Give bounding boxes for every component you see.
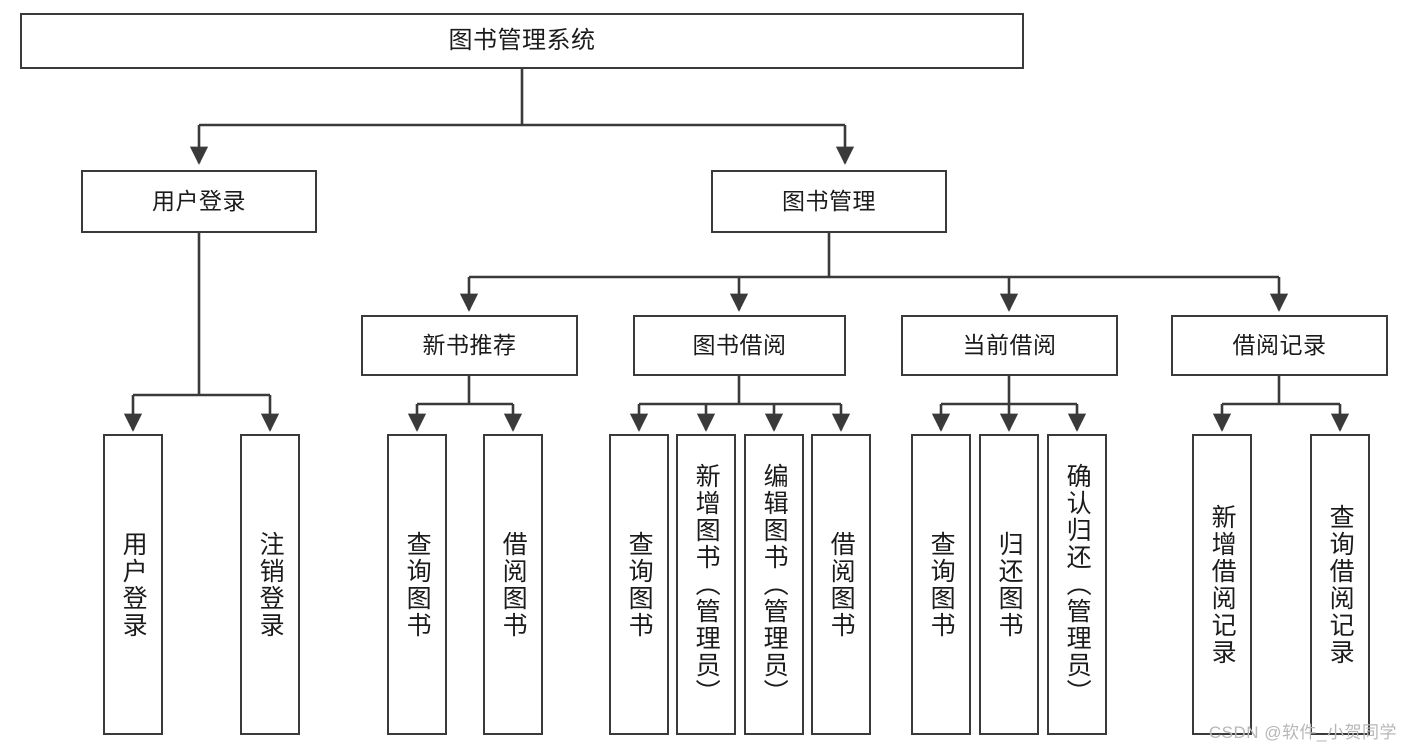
leaf-current-return-book[interactable]: 归还图书 [979,434,1039,735]
leaf-recommend-borrow-book[interactable]: 借阅图书 [483,434,543,735]
node-root-system[interactable]: 图书管理系统 [20,13,1024,69]
leaf-borrow-edit-book[interactable]: 编辑图书（管理员） [744,434,804,735]
leaf-logout[interactable]: 注销登录 [240,434,300,735]
leaf-borrow-query-book-label: 查询图书 [625,530,654,639]
csdn-watermark: CSDN @软件_小贺同学 [1208,723,1397,742]
leaf-logout-label: 注销登录 [256,530,285,639]
leaf-record-query[interactable]: 查询借阅记录 [1310,434,1370,735]
node-new-book-recommend-label: 新书推荐 [422,332,517,358]
leaf-user-login[interactable]: 用户登录 [103,434,163,735]
node-new-book-recommend[interactable]: 新书推荐 [361,315,578,376]
leaf-borrow-add-book-label: 新增图书（管理员） [692,463,721,706]
node-borrow-record-label: 借阅记录 [1232,332,1327,358]
node-book-management-label: 图书管理 [782,188,876,214]
node-current-borrow[interactable]: 当前借阅 [901,315,1118,376]
leaf-current-return-book-label: 归还图书 [995,530,1024,639]
leaf-borrow-edit-book-label: 编辑图书（管理员） [760,463,789,706]
leaf-current-confirm-return-label: 确认归还（管理员） [1063,463,1092,706]
node-book-borrow-label: 图书借阅 [692,332,787,358]
leaf-current-confirm-return[interactable]: 确认归还（管理员） [1047,434,1107,735]
leaf-recommend-query-book[interactable]: 查询图书 [387,434,447,735]
leaf-user-login-label: 用户登录 [119,530,148,639]
leaf-borrow-borrow-book-label: 借阅图书 [827,530,856,639]
node-book-borrow[interactable]: 图书借阅 [633,315,846,376]
leaf-borrow-add-book[interactable]: 新增图书（管理员） [676,434,736,735]
leaf-record-add-label: 新增借阅记录 [1208,503,1237,666]
leaf-borrow-query-book[interactable]: 查询图书 [609,434,669,735]
leaf-current-query-book[interactable]: 查询图书 [911,434,971,735]
node-root-system-label: 图书管理系统 [448,27,596,54]
node-user-login-label: 用户登录 [152,188,246,214]
leaf-recommend-borrow-book-label: 借阅图书 [499,530,528,639]
leaf-current-query-book-label: 查询图书 [927,530,956,639]
node-user-login[interactable]: 用户登录 [81,170,317,233]
leaf-recommend-query-book-label: 查询图书 [403,530,432,639]
node-borrow-record[interactable]: 借阅记录 [1171,315,1388,376]
node-book-management[interactable]: 图书管理 [711,170,947,233]
leaf-borrow-borrow-book[interactable]: 借阅图书 [811,434,871,735]
leaf-record-query-label: 查询借阅记录 [1326,503,1355,666]
leaf-record-add[interactable]: 新增借阅记录 [1192,434,1252,735]
node-current-borrow-label: 当前借阅 [962,332,1057,358]
